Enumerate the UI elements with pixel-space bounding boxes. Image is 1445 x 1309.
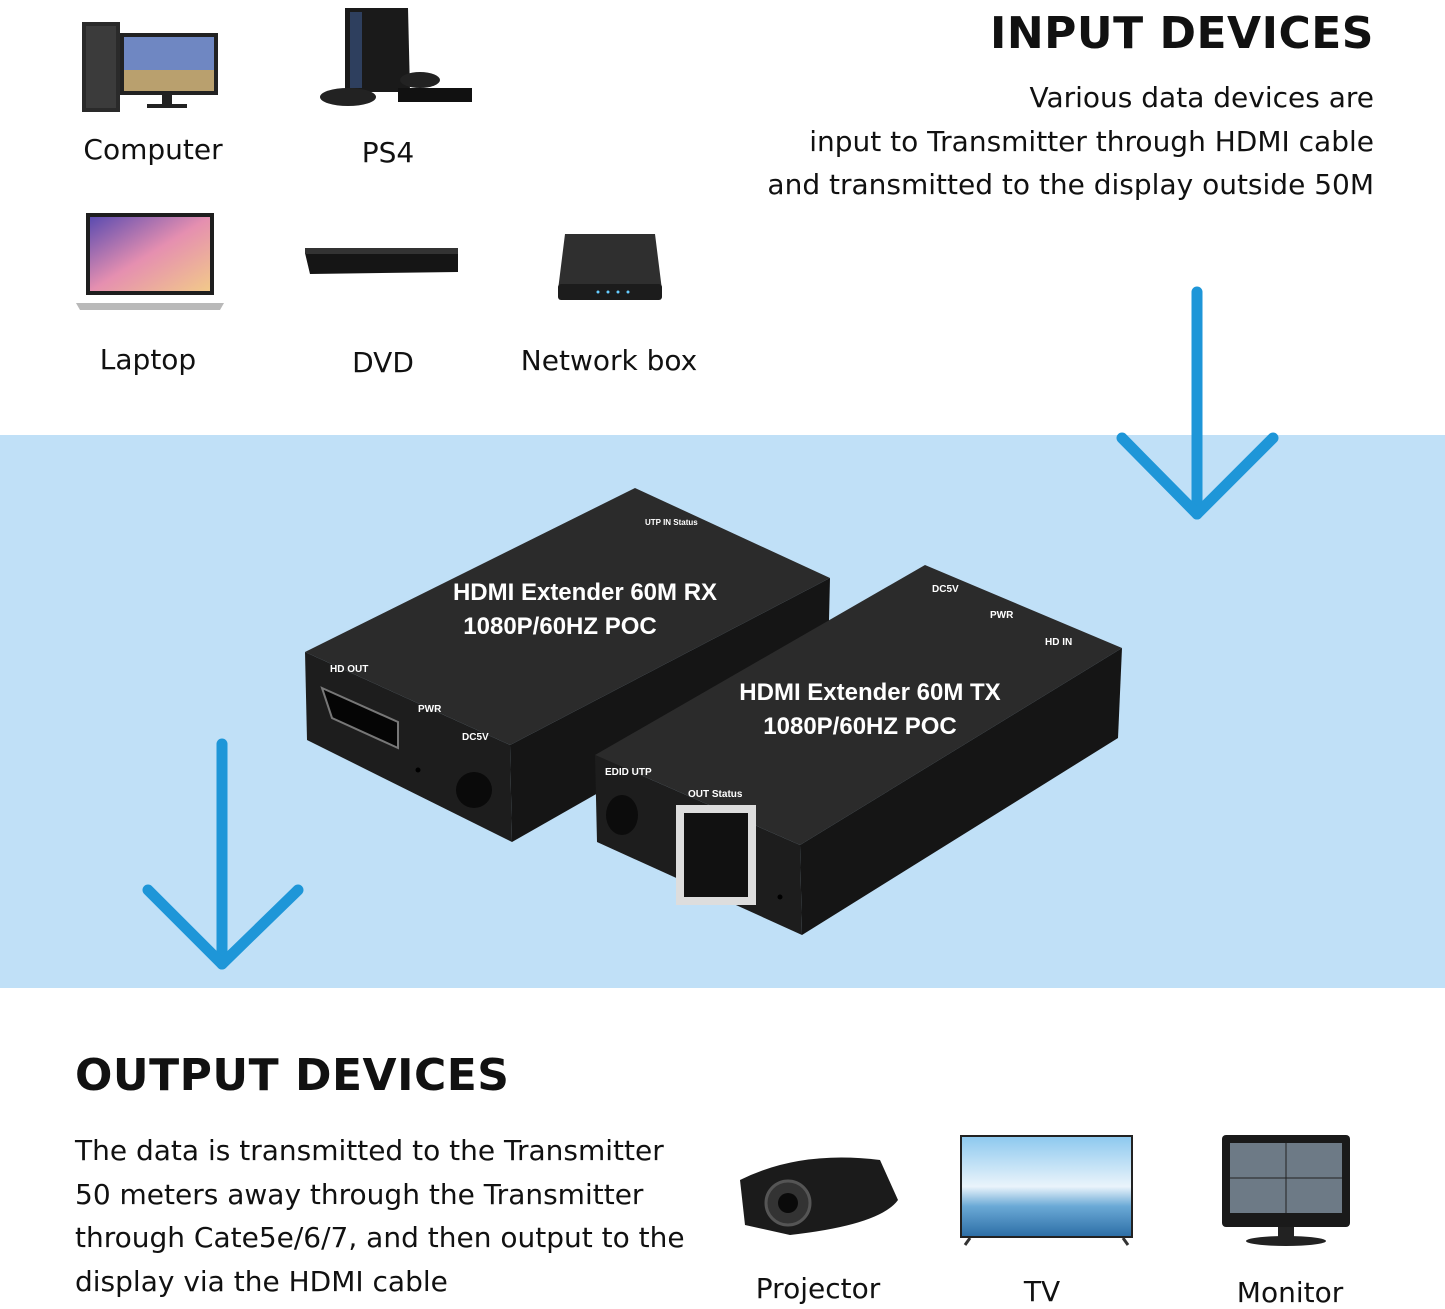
description-line: The data is transmitted to the Transmitt… (75, 1134, 664, 1167)
port-label: DC5V (462, 732, 489, 743)
hdmi-extender-transmitter: HDMI Extender 60M TX 1080P/60HZ POC EDID… (595, 565, 1122, 935)
port-label: DC5V (932, 584, 959, 595)
description-line: through Cate5e/6/7, and then output to t… (75, 1221, 685, 1254)
hdmi-extender-receiver: HDMI Extender 60M RX 1080P/60HZ POC HD O… (305, 488, 830, 842)
port-label: HD IN (1045, 637, 1072, 648)
description-line: and transmitted to the display outside 5… (767, 168, 1374, 201)
port-label: EDID UTP (605, 767, 652, 778)
output-description: The data is transmitted to the Transmitt… (75, 1129, 685, 1303)
down-arrow-icon (142, 738, 304, 970)
device-label-dvd: DVD (352, 346, 414, 379)
description-line: display via the HDMI cable (75, 1264, 448, 1298)
description-line: input to Transmitter through HDMI cable (809, 124, 1374, 158)
game-console-icon (320, 8, 472, 106)
desktop-computer-icon (82, 22, 218, 112)
description-line: Various data devices are (1029, 81, 1374, 114)
transmitter-title: HDMI Extender 60M TX (739, 679, 1000, 706)
port-label: PWR (418, 704, 442, 715)
device-label-computer: Computer (83, 133, 223, 166)
monitor-icon (1222, 1135, 1350, 1246)
description-line: 50 meters away through the Transmitter (75, 1177, 644, 1211)
device-label-network-box: Network box (520, 344, 698, 377)
port-label: HD OUT (330, 664, 368, 675)
laptop-icon (76, 213, 224, 310)
receiver-subtitle: 1080P/60HZ POC (463, 613, 656, 640)
input-description: Various data devices are input to Transm… (767, 76, 1374, 207)
device-label-laptop: Laptop (99, 343, 197, 376)
device-label-ps4: PS4 (361, 136, 415, 169)
down-arrow-icon (1116, 286, 1279, 520)
device-label-tv: TV (1023, 1275, 1061, 1308)
device-label-monitor: Monitor (1236, 1276, 1344, 1309)
transmitter-subtitle: 1080P/60HZ POC (763, 713, 956, 740)
projector-icon (740, 1157, 898, 1235)
output-devices-heading: OUTPUT DEVICES (75, 1050, 510, 1101)
port-label: PWR (990, 610, 1014, 621)
network-box-icon (558, 234, 662, 300)
tv-icon (960, 1135, 1133, 1246)
dvd-player-icon (305, 248, 458, 274)
port-label: UTP IN Status (645, 518, 698, 527)
port-label: OUT Status (688, 789, 743, 800)
device-label-projector: Projector (755, 1272, 881, 1305)
input-devices-heading: INPUT DEVICES (989, 8, 1374, 59)
receiver-title: HDMI Extender 60M RX (453, 579, 717, 606)
